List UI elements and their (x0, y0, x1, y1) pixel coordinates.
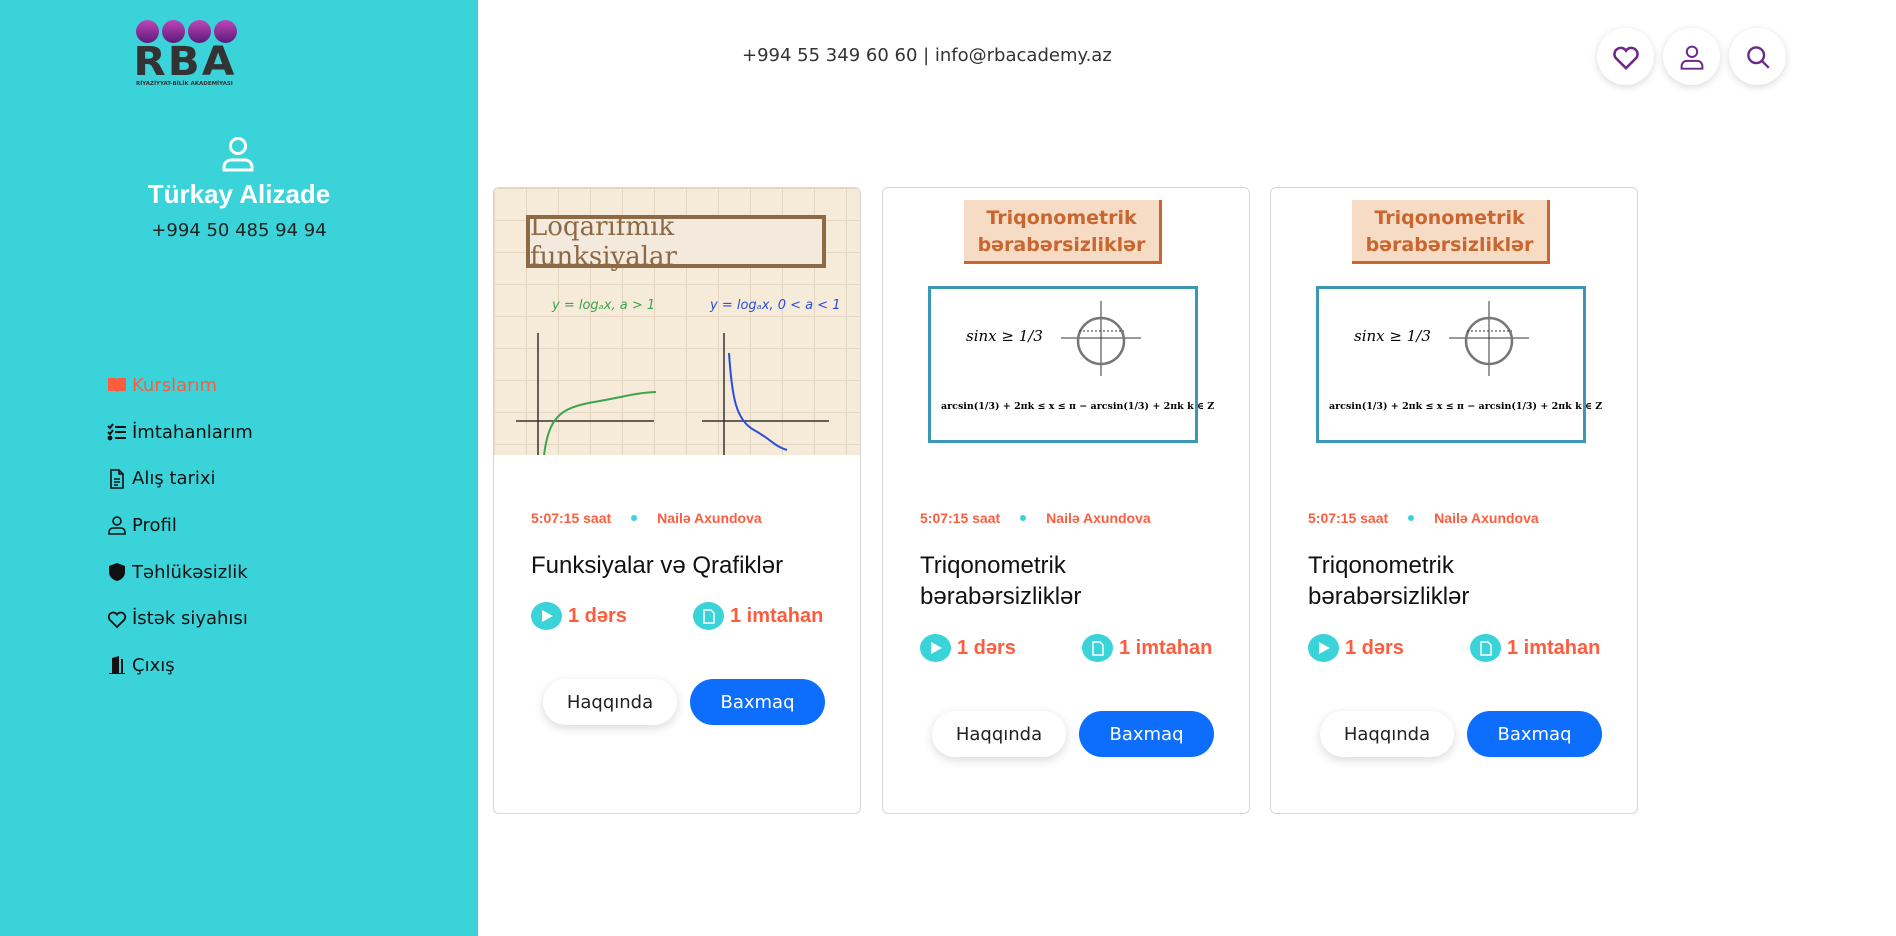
sidebar-item-label: Çıxış (132, 654, 175, 676)
heart-icon (107, 611, 127, 629)
unit-circle (1061, 301, 1141, 376)
thumbnail-inequality: sinx ≥ 1/3 (1354, 327, 1431, 345)
sidebar-item-label: Alış tarixi (132, 468, 216, 490)
document-icon (110, 468, 124, 489)
shield-icon (109, 563, 125, 582)
sidebar-item-label: Təhlükəsizlik (132, 561, 248, 583)
thumbnail-formula: y = logₐx, a > 1 (552, 298, 656, 313)
lessons-count: 1 dərs (1345, 636, 1404, 659)
user-icon (108, 516, 126, 536)
sidebar-item-label: Kurslarım (132, 374, 218, 396)
view-button[interactable]: Baxmaq (690, 679, 825, 725)
course-duration: 5:07:15 saat (920, 510, 1001, 526)
course-meta: 5:07:15 saat Nailə Axundova (920, 510, 1151, 526)
course-stats: 1 dərs 1 imtahan (1308, 634, 1608, 662)
thumbnail-title: Triqonometrik bərabərsizliklər (1352, 200, 1550, 264)
wishlist-button[interactable] (1597, 28, 1654, 85)
account-button[interactable] (1663, 28, 1720, 85)
thumbnail-inequality: sinx ≥ 1/3 (966, 327, 1043, 345)
sidebar-item-courses[interactable]: Kurslarım (107, 362, 253, 409)
exams-count: 1 imtahan (1507, 636, 1601, 659)
course-thumbnail[interactable]: Triqonometrik bərabərsizliklər sinx ≥ 1/… (883, 188, 1249, 455)
file-icon (693, 602, 724, 630)
user-name: Türkay Alizade (147, 179, 331, 209)
sidebar-item-purchase-history[interactable]: Alış tarixi (107, 455, 253, 502)
play-icon (1308, 634, 1339, 662)
view-button[interactable]: Baxmaq (1079, 711, 1214, 757)
heart-icon (1612, 46, 1639, 70)
log-graphs (516, 333, 829, 455)
file-icon (1470, 634, 1501, 662)
sidebar-menu: Kurslarım İmtahanlarım Alış tarixi Profi… (107, 362, 253, 689)
logo[interactable]: RBA RİYAZİYYAT-BİLİK AKADEMİYASI (133, 20, 242, 92)
course-meta: 5:07:15 saat Nailə Axundova (1308, 510, 1539, 526)
logo-text: RBA (133, 39, 237, 85)
course-title[interactable]: Triqonometrik bərabərsizliklər (920, 552, 1082, 610)
course-teacher[interactable]: Nailə Axundova (1046, 510, 1151, 526)
sidebar-item-wishlist[interactable]: İstək siyahısı (107, 595, 253, 642)
sidebar-item-label: İmtahanlarım (132, 421, 253, 443)
search-button[interactable] (1729, 28, 1786, 85)
view-button[interactable]: Baxmaq (1467, 711, 1602, 757)
course-teacher[interactable]: Nailə Axundova (657, 510, 762, 526)
course-duration: 5:07:15 saat (531, 510, 612, 526)
course-title[interactable]: Triqonometrik bərabərsizliklər (1308, 552, 1470, 610)
thumbnail-title: Triqonometrik bərabərsizliklər (964, 200, 1162, 264)
course-stats: 1 dərs 1 imtahan (531, 602, 831, 630)
lessons-count: 1 dərs (957, 636, 1016, 659)
user-phone: +994 50 485 94 94 (151, 220, 327, 241)
user-avatar-icon (222, 137, 254, 172)
lessons-count: 1 dərs (568, 604, 627, 627)
course-thumbnail[interactable]: Triqonometrik bərabərsizliklər sinx ≥ 1/… (1271, 188, 1637, 455)
logo-subtitle: RİYAZİYYAT-BİLİK AKADEMİYASI (136, 81, 233, 87)
thumbnail-solution: arcsin(1/3) + 2πk ≤ x ≤ π − arcsin(1/3) … (1329, 401, 1603, 412)
sidebar-item-label: Profil (132, 514, 177, 536)
course-duration: 5:07:15 saat (1308, 510, 1389, 526)
course-title[interactable]: Funksiyalar və Qrafiklər (531, 552, 784, 579)
sidebar-item-profile[interactable]: Profil (107, 502, 253, 549)
play-icon (531, 602, 562, 630)
door-icon (109, 656, 125, 675)
checklist-icon (107, 423, 126, 441)
thumbnail-formula: y = logₐx, 0 < a < 1 (710, 298, 841, 313)
sidebar-item-security[interactable]: Təhlükəsizlik (107, 549, 253, 596)
about-button[interactable]: Haqqında (543, 679, 677, 725)
course-card: Triqonometrik bərabərsizliklər sinx ≥ 1/… (1270, 187, 1638, 814)
sidebar-item-exams[interactable]: İmtahanlarım (107, 409, 253, 456)
course-teacher[interactable]: Nailə Axundova (1434, 510, 1539, 526)
course-stats: 1 dərs 1 imtahan (920, 634, 1220, 662)
about-button[interactable]: Haqqında (1320, 711, 1454, 757)
sidebar-item-logout[interactable]: Çıxış (107, 642, 253, 689)
user-icon (1680, 45, 1703, 70)
search-icon (1746, 45, 1770, 69)
file-icon (1082, 634, 1113, 662)
header-actions (1597, 28, 1786, 85)
about-button[interactable]: Haqqında (932, 711, 1066, 757)
play-icon (920, 634, 951, 662)
sidebar: RBA RİYAZİYYAT-BİLİK AKADEMİYASI Türkay … (0, 0, 478, 936)
course-card: Triqonometrik bərabərsizliklər sinx ≥ 1/… (882, 187, 1250, 814)
course-thumbnail[interactable]: Loqarifmik funksiyalar y = logₐx, a > 1 … (494, 188, 860, 455)
thumbnail-solution: arcsin(1/3) + 2πk ≤ x ≤ π − arcsin(1/3) … (941, 401, 1215, 412)
course-meta: 5:07:15 saat Nailə Axundova (531, 510, 762, 526)
exams-count: 1 imtahan (1119, 636, 1213, 659)
unit-circle (1449, 301, 1529, 376)
sidebar-item-label: İstək siyahısı (132, 608, 248, 630)
contact-info: +994 55 349 60 60 | info@rbacademy.az (742, 45, 1112, 66)
course-card: Loqarifmik funksiyalar y = logₐx, a > 1 … (493, 187, 861, 814)
exams-count: 1 imtahan (730, 604, 824, 627)
book-icon (108, 378, 126, 394)
thumbnail-title: Loqarifmik funksiyalar (526, 212, 826, 272)
